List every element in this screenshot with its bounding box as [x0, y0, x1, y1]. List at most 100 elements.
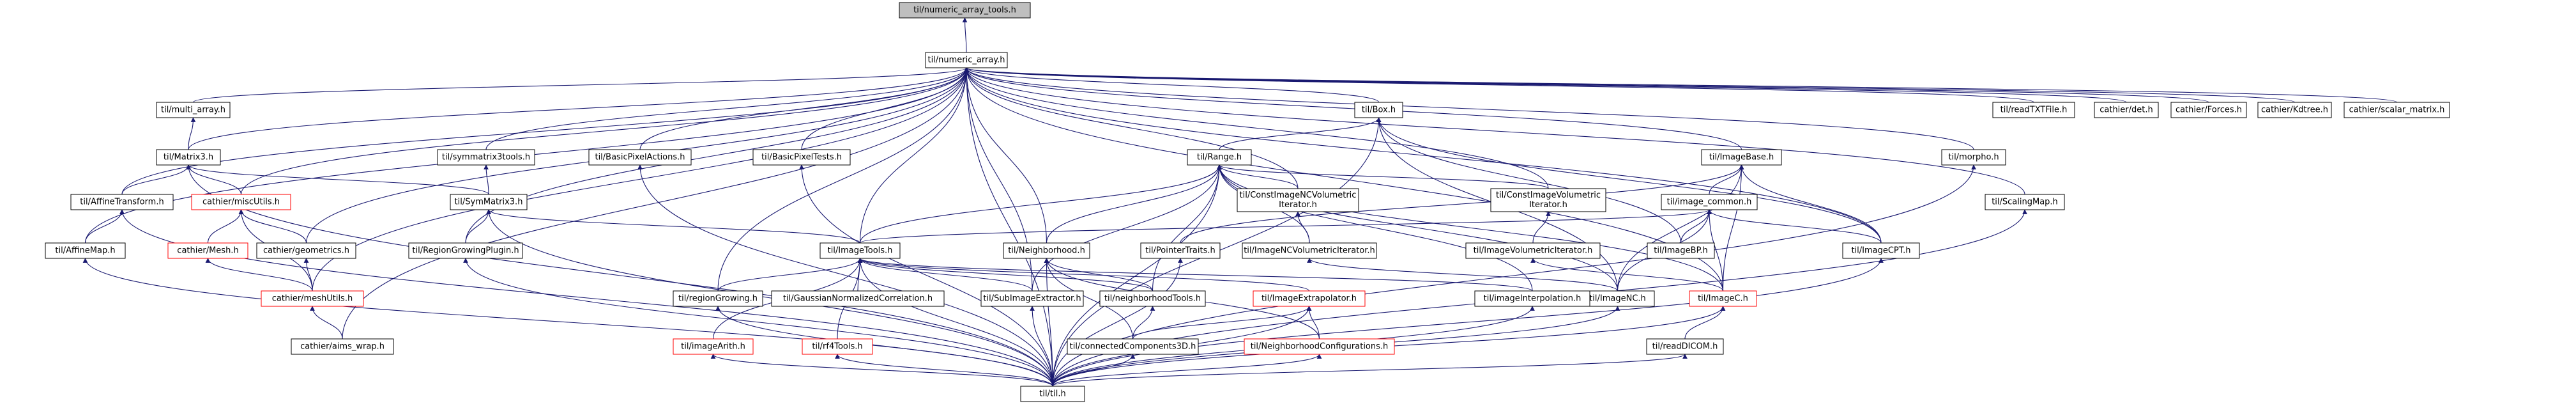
node-label: til/ImageCPT.h: [1851, 246, 1910, 256]
node-label: til/PointerTraits.h: [1145, 246, 1216, 256]
node-label: til/ImageVolumetricIterator.h: [1474, 246, 1593, 256]
node-cathier-kdtree-h[interactable]: cathier/Kdtree.h: [2257, 102, 2332, 118]
node-til-rf4tools-h[interactable]: til/rf4Tools.h: [802, 338, 873, 355]
edge-ConstImageVolumetricIterator-to-Range: [1217, 164, 1549, 189]
node-til-affinemap-h[interactable]: til/AffineMap.h: [45, 242, 126, 259]
edge-til-to-SubImageExtractor: [1030, 306, 1053, 387]
edge-ImageTools-to-numeric_array: [859, 67, 969, 244]
node-cathier-meshutils-h[interactable]: cathier/meshUtils.h: [261, 290, 364, 307]
node-cathier-forces-h[interactable]: cathier/Forces.h: [2170, 102, 2247, 118]
node-til-affinetransform-h[interactable]: til/AffineTransform.h: [70, 194, 174, 210]
node-label: til/readTXTFile.h: [2001, 106, 2068, 115]
edge-AffineTransform-to-Matrix3: [121, 164, 191, 195]
node-til-til-h[interactable]: til/til.h: [1020, 386, 1085, 402]
edge-til-to-imageArith: [710, 354, 1053, 387]
node-til-symmatrix3-h[interactable]: til/SymMatrix3.h: [450, 194, 528, 210]
node-cathier-mesh-h[interactable]: cathier/Mesh.h: [167, 242, 248, 259]
node-til-box-h[interactable]: til/Box.h: [1354, 102, 1403, 118]
node-til-readtxtfile-h[interactable]: til/readTXTFile.h: [1992, 102, 2075, 118]
node-til-multi-array-h[interactable]: til/multi_array.h: [156, 102, 231, 118]
node-til-numeric-array-h[interactable]: til/numeric_array.h: [925, 52, 1008, 68]
node-til-imagec-h[interactable]: til/ImageC.h: [1689, 290, 1757, 307]
node-til-imagetools-h[interactable]: til/ImageTools.h: [819, 242, 901, 259]
node-label: til/ConstImageVolumetric: [1496, 191, 1601, 200]
node-label: cathier/miscUtils.h: [202, 198, 280, 207]
edge-symmatrix3tools-to-numeric_array: [485, 67, 969, 150]
node-til-connectedcomponents3d-h[interactable]: til/connectedComponents3D.h: [1067, 338, 1199, 355]
edge-ImageVolumetricIterator-to-ConstImageVolumetricIterator: [1532, 211, 1551, 244]
node-label: cathier/Forces.h: [2176, 106, 2242, 115]
node-label: Iterator.h: [1279, 200, 1317, 210]
node-til-imagencvolumetriciterator-h[interactable]: til/ImageNCVolumetricIterator.h: [1242, 242, 1377, 259]
node-til-imagenc-h[interactable]: til/ImageNC.h: [1580, 290, 1655, 307]
node-til-image-common-h[interactable]: til/image_common.h: [1661, 194, 1758, 210]
edge-ImageC-to-Range: [1217, 164, 1724, 292]
node-til-matrix3-h[interactable]: til/Matrix3.h: [156, 149, 221, 166]
node-label: til/BasicPixelTests.h: [761, 153, 842, 162]
edge-til-to-numeric_array: [964, 67, 1053, 387]
edge-ImageTools-to-Range: [859, 164, 1222, 244]
edge-connectedComponents3D-to-ImageExtrapolator: [1132, 306, 1312, 340]
node-til-scalingmap-h[interactable]: til/ScalingMap.h: [1985, 194, 2065, 210]
edge-neighborhoodTools-to-Neighborhood: [1044, 258, 1154, 292]
node-til-imagecpt-h[interactable]: til/ImageCPT.h: [1842, 242, 1920, 259]
node-label: til/readDICOM.h: [1652, 342, 1718, 352]
node-til-pointertraits-h[interactable]: til/PointerTraits.h: [1140, 242, 1221, 259]
graph-nodes: til/numeric_array_tools.htil/numeric_arr…: [45, 2, 2450, 402]
edge-miscUtils-to-numeric_array: [240, 67, 969, 195]
node-til-regiongrowingplugin-h[interactable]: til/RegionGrowingPlugin.h: [408, 242, 523, 259]
node-til-subimageextractor-h[interactable]: til/SubImageExtractor.h: [980, 290, 1084, 307]
edge-ImageC-to-image_common: [1707, 209, 1724, 292]
edge-scalar_matrix-to-numeric_array: [964, 67, 2398, 103]
node-cathier-scalar-matrix-h[interactable]: cathier/scalar_matrix.h: [2344, 102, 2450, 118]
node-cathier-geometrics-h[interactable]: cathier/geometrics.h: [256, 242, 356, 259]
node-label: til/imageArith.h: [681, 342, 745, 352]
node-til-imagevolumetriciterator-h[interactable]: til/ImageVolumetricIterator.h: [1465, 242, 1601, 259]
node-til-imageextrapolator-h[interactable]: til/ImageExtrapolator.h: [1253, 290, 1366, 307]
edge-connectedComponents3D-to-neighborhoodTools: [1132, 306, 1155, 340]
edge-Mesh-to-miscUtils: [207, 209, 244, 244]
node-til-neighborhoodtools-h[interactable]: til/neighborhoodTools.h: [1099, 290, 1206, 307]
edge-til-to-ImageTools: [857, 258, 1053, 387]
edge-til-to-RegionGrowingPlugin: [463, 258, 1053, 387]
node-til-neighborhoodconfigurations-h[interactable]: til/NeighborhoodConfigurations.h: [1244, 338, 1395, 355]
edge-meshUtils-to-geometrics: [303, 258, 313, 292]
edge-ImageTools-to-image_common: [859, 209, 1712, 244]
node-label: til/Matrix3.h: [164, 153, 213, 162]
edge-ConstImageNCVolumetricIterator-to-numeric_array: [964, 67, 1299, 189]
node-label: til/ImageTools.h: [828, 246, 893, 256]
edge-readDICOM-to-ImageC: [1684, 306, 1726, 340]
edge-RegionGrowingPlugin-to-numeric_array: [465, 67, 969, 244]
node-label: cathier/geometrics.h: [263, 246, 349, 256]
node-cathier-det-h[interactable]: cathier/det.h: [2094, 102, 2159, 118]
node-til-basicpixeltests-h[interactable]: til/BasicPixelTests.h: [752, 149, 851, 166]
node-til-imageinterpolation-h[interactable]: til/imageInterpolation.h: [1474, 290, 1590, 307]
node-til-imagebase-h[interactable]: til/ImageBase.h: [1701, 149, 1782, 166]
edge-AffineTransform-to-numeric_array: [121, 67, 969, 195]
node-til-imagebp-h[interactable]: til/ImageBP.h: [1647, 242, 1715, 259]
node-cathier-aims-wrap-h[interactable]: cathier/aims_wrap.h: [291, 338, 394, 355]
edge-Neighborhood-to-numeric_array: [964, 67, 1048, 244]
node-til-imagearith-h[interactable]: til/imageArith.h: [673, 338, 754, 355]
node-til-basicpixelactions-h[interactable]: til/BasicPixelActions.h: [588, 149, 692, 166]
edge-RegionGrowingPlugin-to-SymMatrix3: [465, 209, 491, 244]
node-til-range-h[interactable]: til/Range.h: [1187, 149, 1252, 166]
node-label: til/til.h: [1039, 389, 1065, 399]
edge-connectedComponents3D-to-Neighborhood: [1044, 258, 1134, 340]
edge-imageInterpolation-to-ImageTools: [857, 258, 1533, 292]
node-til-symmatrix3tools-h[interactable]: til/symmatrix3tools.h: [437, 149, 535, 166]
node-label: til/ConstImageNCVolumetric: [1240, 191, 1357, 200]
edge-imageInterpolation-to-Range: [1217, 164, 1533, 292]
edge-readTXTFile-to-numeric_array: [964, 67, 2034, 103]
node-til-regiongrowing-h[interactable]: til/regionGrowing.h: [673, 290, 763, 307]
node-label: til/ImageC.h: [1698, 294, 1748, 304]
node-label: til/NeighborhoodConfigurations.h: [1251, 342, 1389, 352]
node-til-readdicom-h[interactable]: til/readDICOM.h: [1646, 338, 1724, 355]
node-til-neighborhood-h[interactable]: til/Neighborhood.h: [1003, 242, 1090, 259]
node-til-gaussiannormalizedcorrelation-h[interactable]: til/GaussianNormalizedCorrelation.h: [771, 290, 945, 307]
edge-det-to-numeric_array: [964, 67, 2127, 103]
node-cathier-miscutils-h[interactable]: cathier/miscUtils.h: [191, 194, 291, 210]
node-til-morpho-h[interactable]: til/morpho.h: [1941, 149, 2006, 166]
